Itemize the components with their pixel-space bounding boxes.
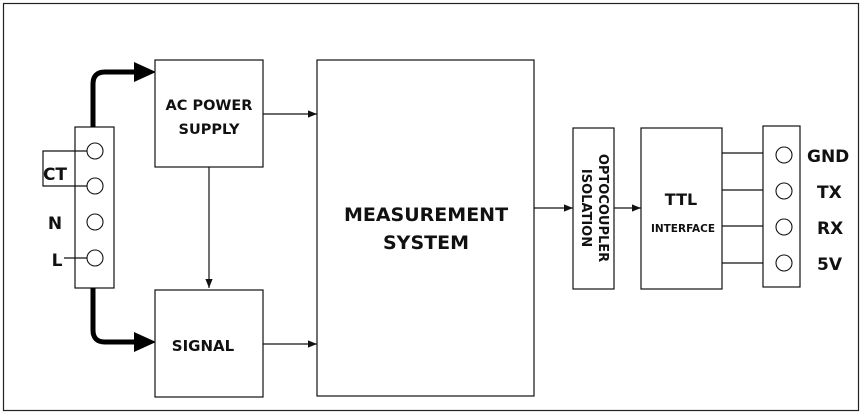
- measurement-system-block: MEASUREMENT SYSTEM: [316, 59, 535, 397]
- terminal-rx-screw: [775, 218, 793, 236]
- ttl-label: TTL: [665, 190, 697, 209]
- thick-arrow-to-ac-power: [90, 69, 136, 127]
- measurement-line1: MEASUREMENT: [344, 204, 508, 226]
- thick-arrow-to-signal: [90, 288, 136, 345]
- optocoupler-label: OPTOCOUPLER: [595, 154, 610, 262]
- pin-5v-label: 5V: [817, 255, 843, 275]
- measurement-line2: SYSTEM: [383, 232, 469, 254]
- terminal-n-screw: [86, 213, 104, 231]
- l-label: L: [52, 251, 63, 271]
- pin-rx-label: RX: [817, 219, 843, 239]
- pin-tx-label: TX: [817, 183, 842, 203]
- ac-power-line1: AC POWER: [166, 98, 253, 114]
- interface-label: INTERFACE: [651, 223, 715, 235]
- thick-arrowhead-top: [134, 62, 156, 82]
- ac-power-supply-block: AC POWER SUPPLY: [154, 59, 264, 168]
- terminal-gnd-screw: [775, 146, 793, 164]
- terminal-5v-screw: [775, 254, 793, 272]
- terminal-ct1-screw: [86, 142, 104, 160]
- terminal-tx-screw: [775, 182, 793, 200]
- terminal-ct2-screw: [86, 177, 104, 195]
- ct-bracket: [42, 150, 87, 187]
- output-terminal-block: [762, 125, 801, 288]
- ttl-interface-block: TTL INTERFACE: [640, 127, 723, 290]
- ac-power-line2: SUPPLY: [179, 122, 240, 138]
- thick-arrowhead-bottom: [134, 332, 156, 352]
- optocoupler-isolation-block: OPTOCOUPLER ISOLATION: [572, 127, 615, 290]
- n-label: N: [48, 214, 62, 234]
- isolation-label: ISOLATION: [578, 169, 593, 247]
- terminal-l-screw: [86, 249, 104, 267]
- ct-label: CT: [43, 165, 67, 185]
- diagram-frame: [2, 2, 860, 412]
- signal-block: SIGNAL: [154, 289, 264, 398]
- pin-gnd-label: GND: [807, 147, 849, 167]
- signal-label: SIGNAL: [172, 337, 235, 355]
